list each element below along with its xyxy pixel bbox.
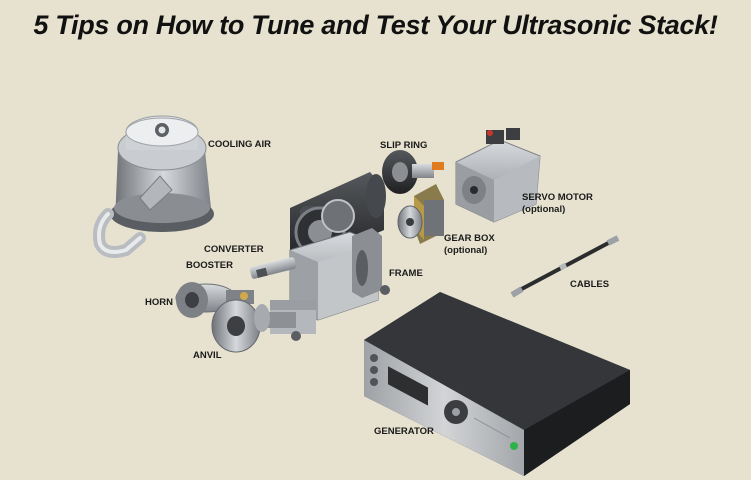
- label-generator: GENERATOR: [374, 426, 434, 437]
- label-converter: CONVERTER: [204, 244, 264, 255]
- slip-ring: [382, 150, 444, 194]
- label-servo-motor-note: (optional): [522, 204, 566, 215]
- label-cooling-air: COOLING AIR: [208, 139, 271, 150]
- label-gear-box: GEAR BOX: [444, 233, 495, 244]
- label-gear-box-note: (optional): [444, 245, 488, 256]
- cables: [510, 235, 620, 298]
- page-title: 5 Tips on How to Tune and Test Your Ultr…: [33, 10, 718, 40]
- frame: [270, 228, 390, 341]
- label-frame: FRAME: [389, 268, 423, 279]
- cooling-air-unit: [93, 115, 214, 258]
- label-horn: HORN: [145, 297, 173, 308]
- label-anvil: ANVIL: [193, 350, 222, 361]
- servo-motor: [455, 128, 541, 223]
- label-slip-ring: SLIP RING: [380, 140, 428, 151]
- gear-box: [397, 184, 444, 244]
- label-booster: BOOSTER: [186, 260, 233, 271]
- label-servo-motor: SERVO MOTOR: [522, 192, 593, 203]
- booster: [249, 257, 297, 279]
- label-cables: CABLES: [570, 279, 610, 290]
- generator: [364, 292, 630, 476]
- anvil: [211, 299, 296, 353]
